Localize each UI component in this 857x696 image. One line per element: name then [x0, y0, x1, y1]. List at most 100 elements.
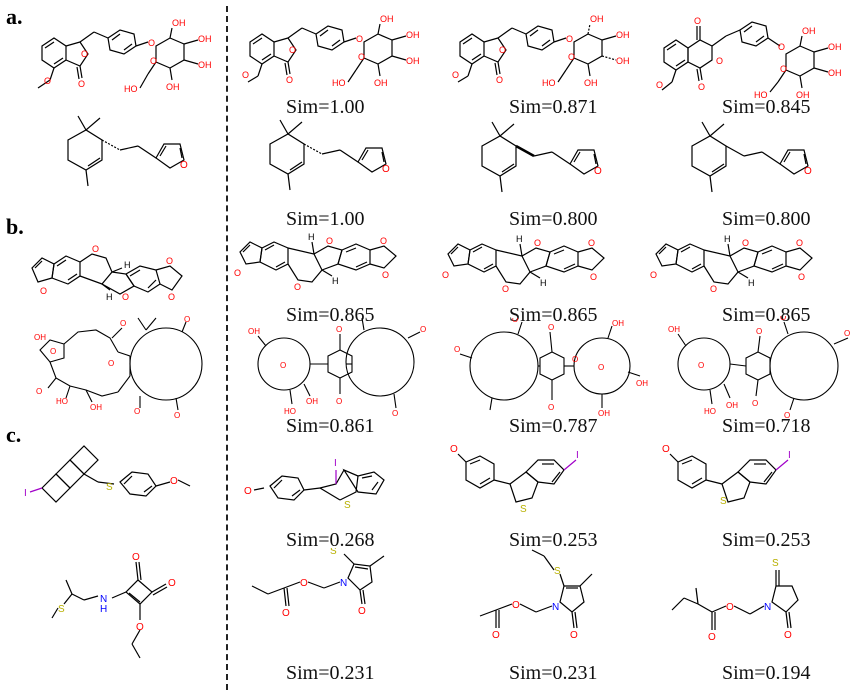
svg-text:O: O — [780, 316, 786, 322]
svg-text:O: O — [358, 606, 366, 617]
svg-text:H: H — [332, 276, 339, 286]
svg-text:O: O — [50, 347, 56, 356]
svg-text:OH: OH — [668, 325, 680, 334]
svg-text:OH: OH — [198, 34, 212, 44]
svg-text:O: O — [778, 42, 785, 52]
molecule-result-r1-c1: O O O O O OH OH OH OH HO — [242, 14, 420, 88]
svg-text:O: O — [784, 411, 790, 418]
svg-text:O: O — [382, 164, 390, 175]
svg-text:O: O — [588, 238, 595, 248]
svg-text:O: O — [752, 399, 758, 408]
svg-text:S: S — [554, 566, 561, 577]
svg-text:OH: OH — [726, 401, 738, 410]
svg-text:O: O — [282, 608, 290, 619]
sim-label-r6-c2: Sim=0.231 — [509, 662, 598, 684]
molecule-result-r3-c2: O O O O O H H — [442, 234, 605, 294]
svg-text:OH: OH — [590, 14, 604, 24]
molecule-query-r6: S N H O O O — [51, 552, 176, 659]
svg-text:HO: HO — [542, 78, 556, 88]
section-label-b: b. — [6, 214, 24, 239]
svg-text:OH: OH — [374, 78, 388, 88]
svg-text:S: S — [520, 504, 527, 515]
molecule-result-r4-c3: O OH HO OH O O O O O — [668, 316, 850, 418]
svg-text:H: H — [748, 278, 755, 288]
svg-text:HO: HO — [754, 90, 768, 100]
svg-text:O: O — [356, 34, 363, 44]
svg-text:HO: HO — [284, 407, 296, 416]
svg-text:O: O — [132, 552, 140, 563]
svg-text:O: O — [392, 409, 398, 418]
molecule-result-r4-c2: O O O O O OH OH OH O — [454, 318, 648, 418]
sim-label-r3-c2: Sim=0.865 — [509, 304, 598, 326]
svg-text:O: O — [502, 284, 509, 294]
svg-text:OH: OH — [34, 333, 46, 342]
svg-text:N: N — [340, 578, 347, 589]
svg-text:O: O — [450, 444, 458, 455]
svg-text:OH: OH — [828, 42, 842, 52]
molecule-query-r3: O O O O O H H — [31, 244, 183, 302]
sim-label-r6-c3: Sim=0.194 — [722, 662, 811, 684]
svg-text:OH: OH — [616, 56, 630, 66]
svg-text:O: O — [358, 316, 364, 318]
svg-text:O: O — [756, 327, 762, 336]
sim-label-r2-c3: Sim=0.800 — [722, 208, 811, 230]
svg-text:H: H — [308, 232, 315, 242]
molecule-result-r3-c3: O O O O O H H — [650, 234, 813, 294]
svg-text:O: O — [184, 315, 190, 324]
svg-text:H: H — [106, 292, 113, 302]
svg-text:O: O — [180, 160, 188, 171]
svg-text:O: O — [572, 355, 578, 364]
svg-text:O: O — [136, 622, 144, 633]
svg-text:OH: OH — [90, 403, 102, 412]
svg-text:O: O — [566, 34, 573, 44]
svg-text:O: O — [708, 632, 716, 643]
svg-text:HO: HO — [56, 397, 68, 406]
molecule-query-r5: I S O — [24, 445, 191, 503]
molecule-result-r2-c3: O — [691, 121, 812, 193]
svg-text:O: O — [710, 284, 717, 294]
molecule-result-r5-c1: O I S — [244, 458, 385, 511]
svg-text:O: O — [122, 292, 129, 302]
svg-text:O: O — [694, 16, 701, 26]
svg-text:H: H — [540, 278, 547, 288]
svg-text:O: O — [134, 407, 140, 416]
sim-label-r5-c1: Sim=0.268 — [286, 529, 375, 551]
svg-text:N: N — [764, 602, 771, 613]
svg-text:O: O — [294, 282, 301, 292]
svg-text:O: O — [656, 80, 663, 90]
svg-text:O: O — [166, 256, 173, 266]
svg-text:O: O — [326, 236, 333, 246]
svg-text:O: O — [804, 166, 812, 177]
svg-text:O: O — [234, 268, 241, 278]
svg-text:O: O — [289, 45, 296, 55]
sim-label-r6-c1: Sim=0.231 — [286, 662, 375, 684]
svg-text:OH: OH — [598, 409, 610, 418]
molecule-query-r2: O — [67, 115, 188, 187]
svg-text:O: O — [512, 600, 520, 611]
svg-text:O: O — [148, 38, 155, 48]
svg-text:OH: OH — [584, 78, 598, 88]
svg-text:O: O — [568, 52, 575, 62]
svg-text:O: O — [170, 476, 178, 487]
svg-text:O: O — [168, 292, 175, 302]
sim-label-r1-c3: Sim=0.845 — [722, 96, 811, 118]
svg-text:O: O — [336, 397, 342, 406]
svg-text:H: H — [724, 234, 731, 244]
svg-text:S: S — [772, 558, 779, 569]
svg-text:OH: OH — [166, 82, 180, 92]
svg-text:O: O — [40, 286, 47, 296]
svg-text:O: O — [798, 272, 805, 282]
svg-text:O: O — [512, 318, 518, 324]
svg-text:O: O — [492, 630, 500, 641]
svg-text:O: O — [716, 56, 723, 66]
svg-text:O: O — [244, 486, 252, 497]
svg-text:O: O — [150, 56, 157, 66]
svg-text:OH: OH — [380, 14, 394, 24]
svg-text:S: S — [720, 496, 727, 507]
svg-text:OH: OH — [198, 60, 212, 70]
svg-text:OH: OH — [636, 379, 648, 388]
svg-text:O: O — [442, 270, 449, 280]
svg-text:O: O — [598, 363, 604, 372]
svg-text:O: O — [662, 444, 670, 455]
svg-text:O: O — [336, 325, 342, 334]
